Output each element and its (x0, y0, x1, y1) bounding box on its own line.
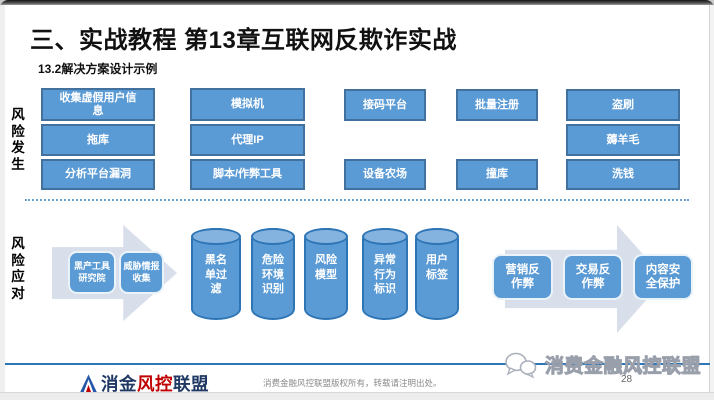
page-title: 三、实战教程 第13章互联网反欺诈实战 (30, 27, 457, 54)
application-step-label: 交易反作弊 (575, 263, 611, 291)
capability-cylinder: 黑名单过滤 (191, 228, 241, 320)
page-subtitle: 13.2解决方案设计示例 (38, 62, 158, 76)
capability-label: 用户标签 (426, 254, 448, 281)
page-number: 28 (621, 374, 633, 385)
application-step-label: 营销反作弊 (505, 263, 540, 291)
risk-occurrence-label: 风险发生 (11, 107, 25, 172)
intel-step: 威胁情报收集 (119, 251, 164, 294)
chat-bubbles-icon (505, 352, 537, 379)
attack-box: 脚本/作弊工具 (190, 159, 305, 190)
attack-box: 盗刷 (566, 89, 680, 121)
intel-step: 黑产工具研究院 (68, 251, 116, 294)
left-edge (0, 5, 5, 400)
capability-label: 黑名单过滤 (205, 254, 227, 295)
copyright-text: 消费金融风控联盟版权所有，转载请注明出处。 (263, 378, 442, 388)
alliance-logo-text: 消金风控联盟 (101, 374, 209, 394)
application-step: 内容安全保护 (633, 254, 693, 300)
application-step: 交易反作弊 (563, 254, 623, 300)
watermark-text: 消费金融风控联盟 (544, 356, 702, 378)
alliance-logo: 消金风控联盟 (79, 371, 209, 396)
attack-box: 分析平台漏洞 (41, 159, 155, 190)
application-step-label: 内容安全保护 (645, 263, 681, 291)
attack-box: 接码平台 (344, 89, 426, 121)
attack-box: 批量注册 (456, 89, 538, 121)
attack-box: 拖库 (41, 124, 155, 156)
capability-label: 风险模型 (315, 254, 337, 281)
attack-box: 撞库 (456, 159, 538, 190)
capability-label: 危险环境识别 (262, 254, 284, 295)
attack-box: 收集虚假用户信息 (41, 88, 155, 121)
intel-step-label: 威胁情报收集 (123, 261, 160, 283)
right-edge (709, 5, 714, 400)
capability-cylinder: 风险模型 (304, 228, 348, 320)
capability-label: 异常行为标识 (374, 254, 396, 295)
capability-cylinder: 用户标签 (415, 228, 459, 320)
attack-box: 设备农场 (344, 159, 426, 190)
footer-divider-line (5, 363, 710, 365)
risk-response-label: 风险应对 (11, 236, 25, 301)
capability-cylinder: 异常行为标识 (362, 228, 408, 320)
section-divider (25, 199, 689, 201)
bottom-edge (0, 392, 714, 400)
attack-box: 代理IP (190, 124, 305, 156)
attack-box: 薅羊毛 (566, 124, 680, 156)
application-step: 营销反作弊 (492, 254, 553, 300)
intel-step-label: 黑产工具研究院 (73, 261, 110, 283)
capability-cylinder: 危险环境识别 (251, 228, 295, 320)
attack-box: 洗钱 (566, 159, 680, 190)
mountain-triangle-logo-icon (79, 374, 98, 393)
attack-box: 模拟机 (190, 88, 305, 121)
top-edge (0, 0, 714, 5)
